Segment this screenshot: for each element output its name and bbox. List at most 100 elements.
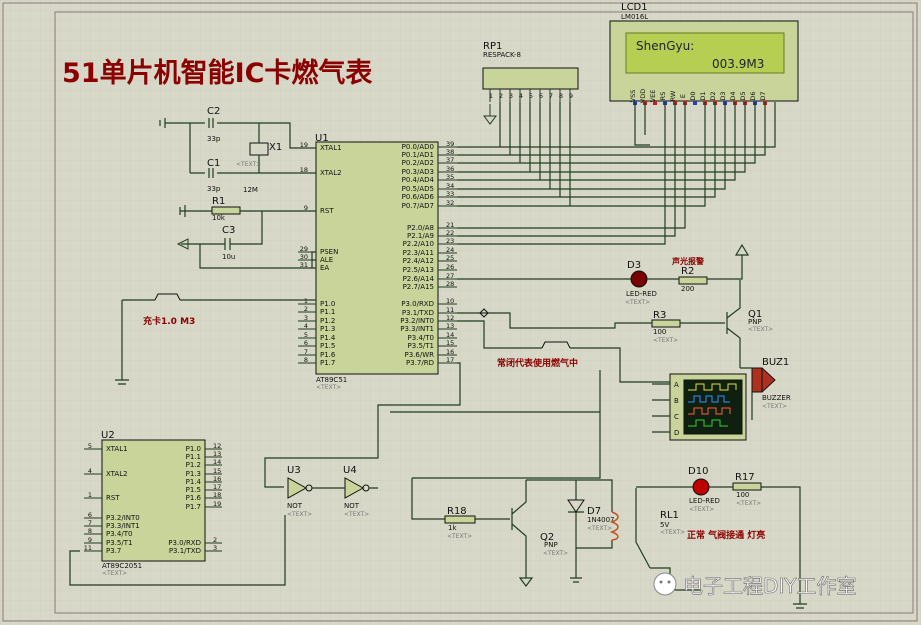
u1-pin-name: P3.0/RXD xyxy=(401,300,434,308)
r3-ref: R3 xyxy=(653,310,666,321)
oscillator-circuit[interactable]: C2 33p C1 33p X1 12M <TEXT> xyxy=(159,106,316,194)
c3-value: 10u xyxy=(222,253,235,261)
u1-pin-number: 8 xyxy=(304,356,308,364)
x1-text: <TEXT> xyxy=(236,161,261,168)
u1-pin-name: P2.4/A12 xyxy=(403,257,434,265)
u2-pin-number: 4 xyxy=(88,467,92,475)
u1-pin-number: 7 xyxy=(304,348,308,356)
lcd1-line1: ShenGyu: xyxy=(636,39,694,53)
u1-pin-number: 21 xyxy=(446,221,454,229)
u1-pin-name: P1.3 xyxy=(320,325,335,333)
u1-pin-number: 25 xyxy=(446,254,454,262)
u1-pin-number: 17 xyxy=(446,356,454,364)
u1-pin-number: 39 xyxy=(446,140,454,148)
u2-ref: U2 xyxy=(101,430,115,441)
wechat-icon xyxy=(653,572,677,596)
u1-pin-number: 10 xyxy=(446,297,454,305)
u2-pin-name: P3.3/INT1 xyxy=(106,522,140,530)
u1-pin-name: ALE xyxy=(320,256,333,264)
u1-pin-name: P2.2/A10 xyxy=(403,240,434,248)
u1-pin-number: 4 xyxy=(304,322,308,330)
u1-pin-name: P1.4 xyxy=(320,334,336,342)
buzzer-driver[interactable]: R3 100 <TEXT> Q1 PNP <TEXT> BUZ1 BUZZER … xyxy=(457,280,791,420)
u2-pin-number: 14 xyxy=(213,458,221,466)
u2-pin-name: XTAL2 xyxy=(106,470,128,478)
probe-marker xyxy=(479,308,489,318)
u1-pin-number: 28 xyxy=(446,280,454,288)
u1-pin-number: 13 xyxy=(446,322,454,330)
c1-ref: C1 xyxy=(207,158,220,169)
reset-circuit[interactable]: R1 10k C3 10u xyxy=(176,196,316,269)
rp1-ref: RP1 xyxy=(483,41,502,52)
u1-pin-name: P3.4/T0 xyxy=(408,334,434,342)
rl1-text: <TEXT> xyxy=(660,529,685,536)
schematic-title: 51单片机智能IC卡燃气表 xyxy=(62,57,372,89)
scope-trace-d xyxy=(688,419,728,427)
u1-pin-name: P2.5/A13 xyxy=(403,266,434,274)
lcd1-pin-label: VDD xyxy=(639,89,647,103)
r1-value: 10k xyxy=(212,214,226,222)
u1-pin-number: 34 xyxy=(446,182,454,190)
u1-pin-number: 24 xyxy=(446,246,454,254)
rp1-part: RESPACK-8 xyxy=(483,51,521,59)
rp1-pin-number: 5 xyxy=(529,92,533,100)
u1-pin-number: 18 xyxy=(300,166,308,174)
r18-body xyxy=(444,515,476,524)
lcd1-pin-label: D0 xyxy=(689,91,697,100)
charge-note: 充卡1.0 M3 xyxy=(143,315,195,327)
lcd1-pin-label: E xyxy=(679,94,687,98)
q1-text: <TEXT> xyxy=(748,326,773,333)
r3-value: 100 xyxy=(653,328,666,336)
u2-pin-name: P1.3 xyxy=(186,470,201,478)
alarm-circuit[interactable]: D3 LED-RED <TEXT> 声光报警 R2 200 xyxy=(457,243,750,306)
u1-pin-number: 38 xyxy=(446,148,454,156)
u1-pin-number: 30 xyxy=(300,253,308,261)
u1-pin-number: 12 xyxy=(446,314,454,322)
p37-wire xyxy=(264,362,461,488)
rp1-pin-number: 2 xyxy=(499,92,503,100)
d3-ref: D3 xyxy=(627,260,641,271)
lcd1-pin-label: D7 xyxy=(759,91,767,100)
r3-text: <TEXT> xyxy=(653,337,678,344)
not-gates[interactable]: U3 NOT <TEXT> U4 NOT <TEXT> xyxy=(287,465,378,518)
u1-pin-number: 32 xyxy=(446,199,454,207)
u1-pin-number: 36 xyxy=(446,165,454,173)
rl1-value: 5V xyxy=(660,521,669,529)
u2-pin-name: P1.7 xyxy=(186,503,201,511)
u1-pin-name: P1.0 xyxy=(320,300,335,308)
u2-pin-number: 5 xyxy=(88,442,92,450)
lcd1-pin-label: D2 xyxy=(709,91,717,100)
d10-led xyxy=(692,478,710,496)
u2-pin-name: P3.2/INT0 xyxy=(106,514,140,522)
u2-pin-name: P3.7 xyxy=(106,547,121,555)
lcd1-pin-label: D1 xyxy=(699,91,707,100)
rp1-pin-number: 8 xyxy=(559,92,563,100)
u2-pin-number: 12 xyxy=(213,442,221,450)
wechat-eye-right xyxy=(667,580,671,584)
r18-value: 1k xyxy=(448,524,457,532)
gas-switch[interactable]: 常闭代表使用燃气中 xyxy=(457,308,670,383)
rp1-pin-number: 9 xyxy=(569,92,573,100)
watermark-text: 电子工程DIY工作室 xyxy=(683,574,857,598)
charge-switch[interactable]: 充卡1.0 M3 xyxy=(115,293,316,385)
rp1-pin-number: 7 xyxy=(549,92,553,100)
u1-pin-name: P1.2 xyxy=(320,317,335,325)
charge-switch-lever xyxy=(154,293,181,301)
rp1-ground-arrow xyxy=(483,104,497,125)
c2-ref: C2 xyxy=(207,106,220,117)
lcd1-pin-label: RS xyxy=(659,92,667,101)
u2-pin-number: 15 xyxy=(213,467,221,475)
u1-body xyxy=(315,141,439,375)
u2-pin-name: P1.1 xyxy=(186,453,201,461)
scope-trace-b xyxy=(688,395,730,403)
d7-diode xyxy=(567,499,585,513)
status-led[interactable]: D10 LED-RED <TEXT> R17 100 <TEXT> 正常 气阀接… xyxy=(636,466,807,609)
sheet-frame xyxy=(54,11,914,614)
u2-pin-name: P1.0 xyxy=(186,445,201,453)
